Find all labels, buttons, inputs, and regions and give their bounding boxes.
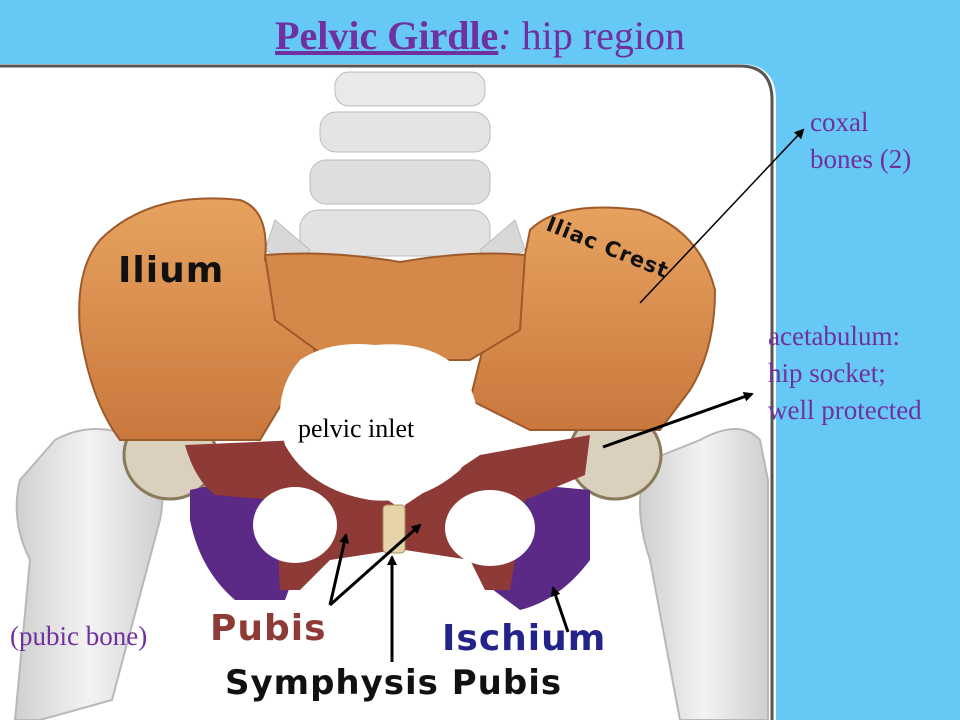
acetabulum-line-2: hip socket; [768,358,886,388]
right-obturator-foramen [445,490,535,566]
pelvic-inlet-label: pelvic inlet [298,414,415,443]
symphysis-pubis-label: Symphysis Pubis [225,663,563,703]
spine [264,71,526,271]
sacrum [263,252,527,361]
acetabulum-line-3: well protected [768,395,922,425]
ilium-label: Ilium [118,250,225,291]
slide-title: Pelvic Girdle: hip region [0,12,960,59]
pelvic-inlet-shape [280,344,478,501]
pubic-bone-label: (pubic bone) [10,621,148,651]
image-panel-frame [0,64,774,720]
symphysis-cartilage [382,504,406,554]
pubis-label: Pubis [210,608,327,649]
title-colon: : [498,13,512,58]
left-obturator-foramen [253,487,337,563]
acetabulum-label: acetabulum: hip socket; well protected [768,318,922,429]
coxal-line-2: bones (2) [810,144,912,174]
coxal-bones-label: coxal bones (2) [810,104,911,178]
title-bold: Pelvic Girdle [275,13,499,58]
coxal-line-1: coxal [810,107,869,137]
ischium-label: Ischium [442,618,607,659]
acetabulum-line-1: acetabulum: [768,321,900,351]
title-rest: hip region [511,13,685,58]
